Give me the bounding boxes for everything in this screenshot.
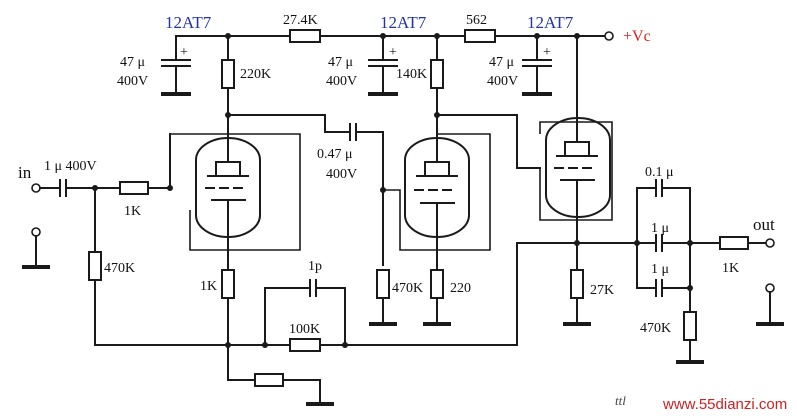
svg-text:+: + [389, 45, 397, 60]
decoupling-cap-1: + 47 μ 400V [117, 35, 191, 96]
watermark-icon: ttl [615, 393, 626, 408]
watermark: ttl www.55dianzi.com [615, 393, 787, 413]
input-terminal [31, 183, 41, 193]
svg-text:47 μ: 47 μ [328, 55, 353, 70]
interstage-coupling: 0.47 μ 400V [227, 114, 386, 266]
svg-text:400V: 400V [487, 74, 518, 89]
output-network: 0.1 μ 1 μ 1 μ 470K 1K out [634, 165, 784, 364]
tube-1-cathode: 1K 1p 100K [94, 259, 518, 406]
svg-text:1K: 1K [200, 279, 217, 294]
tube-3-label: 12AT7 [527, 13, 574, 32]
svg-text:1 μ: 1 μ [651, 262, 669, 277]
svg-text:470K: 470K [104, 261, 135, 276]
svg-text:1 μ 400V: 1 μ 400V [44, 159, 97, 174]
svg-text:140K: 140K [396, 67, 427, 82]
svg-text:1K: 1K [722, 261, 739, 276]
svg-text:0.1 μ: 0.1 μ [645, 165, 674, 180]
cap-plus-sign: + [180, 45, 188, 60]
svg-text:400V: 400V [117, 74, 148, 89]
r-supply1-label: 27.4K [283, 13, 318, 28]
output-label: out [753, 215, 775, 234]
vc-terminal [604, 31, 614, 41]
svg-text:27K: 27K [590, 283, 614, 298]
tube-2-label: 12AT7 [380, 13, 427, 32]
tube-1-label: 12AT7 [165, 13, 212, 32]
svg-text:47 μ: 47 μ [120, 55, 145, 70]
svg-text:400V: 400V [326, 74, 357, 89]
plate-load-1: 220K [221, 35, 271, 116]
svg-text:100K: 100K [289, 322, 320, 337]
input-stage: in 1 μ 400V 1K 470K [18, 159, 173, 346]
svg-text:220: 220 [450, 281, 471, 296]
watermark-site: www.55dianzi.com [662, 396, 787, 413]
output-terminal [765, 238, 775, 248]
svg-text:400V: 400V [326, 167, 357, 182]
input-label: in [18, 163, 32, 182]
tube-2 [383, 112, 491, 271]
resistor-27k4 [289, 29, 321, 43]
svg-text:470K: 470K [392, 281, 423, 296]
tube-3-cathode: 27K [563, 269, 614, 326]
decoupling-cap-3: + 47 μ 400V [487, 35, 552, 96]
svg-text:1 μ: 1 μ [651, 221, 669, 236]
vc-label: +Vc [623, 28, 651, 45]
resistor-562 [464, 29, 496, 43]
decoupling-cap-2: + 47 μ 400V [326, 35, 398, 96]
svg-text:470K: 470K [640, 321, 671, 336]
svg-text:0.47 μ: 0.47 μ [317, 147, 353, 162]
svg-text:47 μ: 47 μ [489, 55, 514, 70]
svg-text:220K: 220K [240, 67, 271, 82]
supply-rail: +Vc [175, 28, 651, 45]
tube-2-grounds: 470K 220 [369, 269, 471, 326]
tube-1 [169, 112, 301, 271]
svg-text:+: + [543, 45, 551, 60]
plate-load-2: 140K [396, 35, 444, 116]
svg-text:1K: 1K [124, 204, 141, 219]
r-supply2-label: 562 [466, 13, 487, 28]
tube-3 [539, 117, 613, 271]
svg-text:1p: 1p [308, 259, 322, 274]
